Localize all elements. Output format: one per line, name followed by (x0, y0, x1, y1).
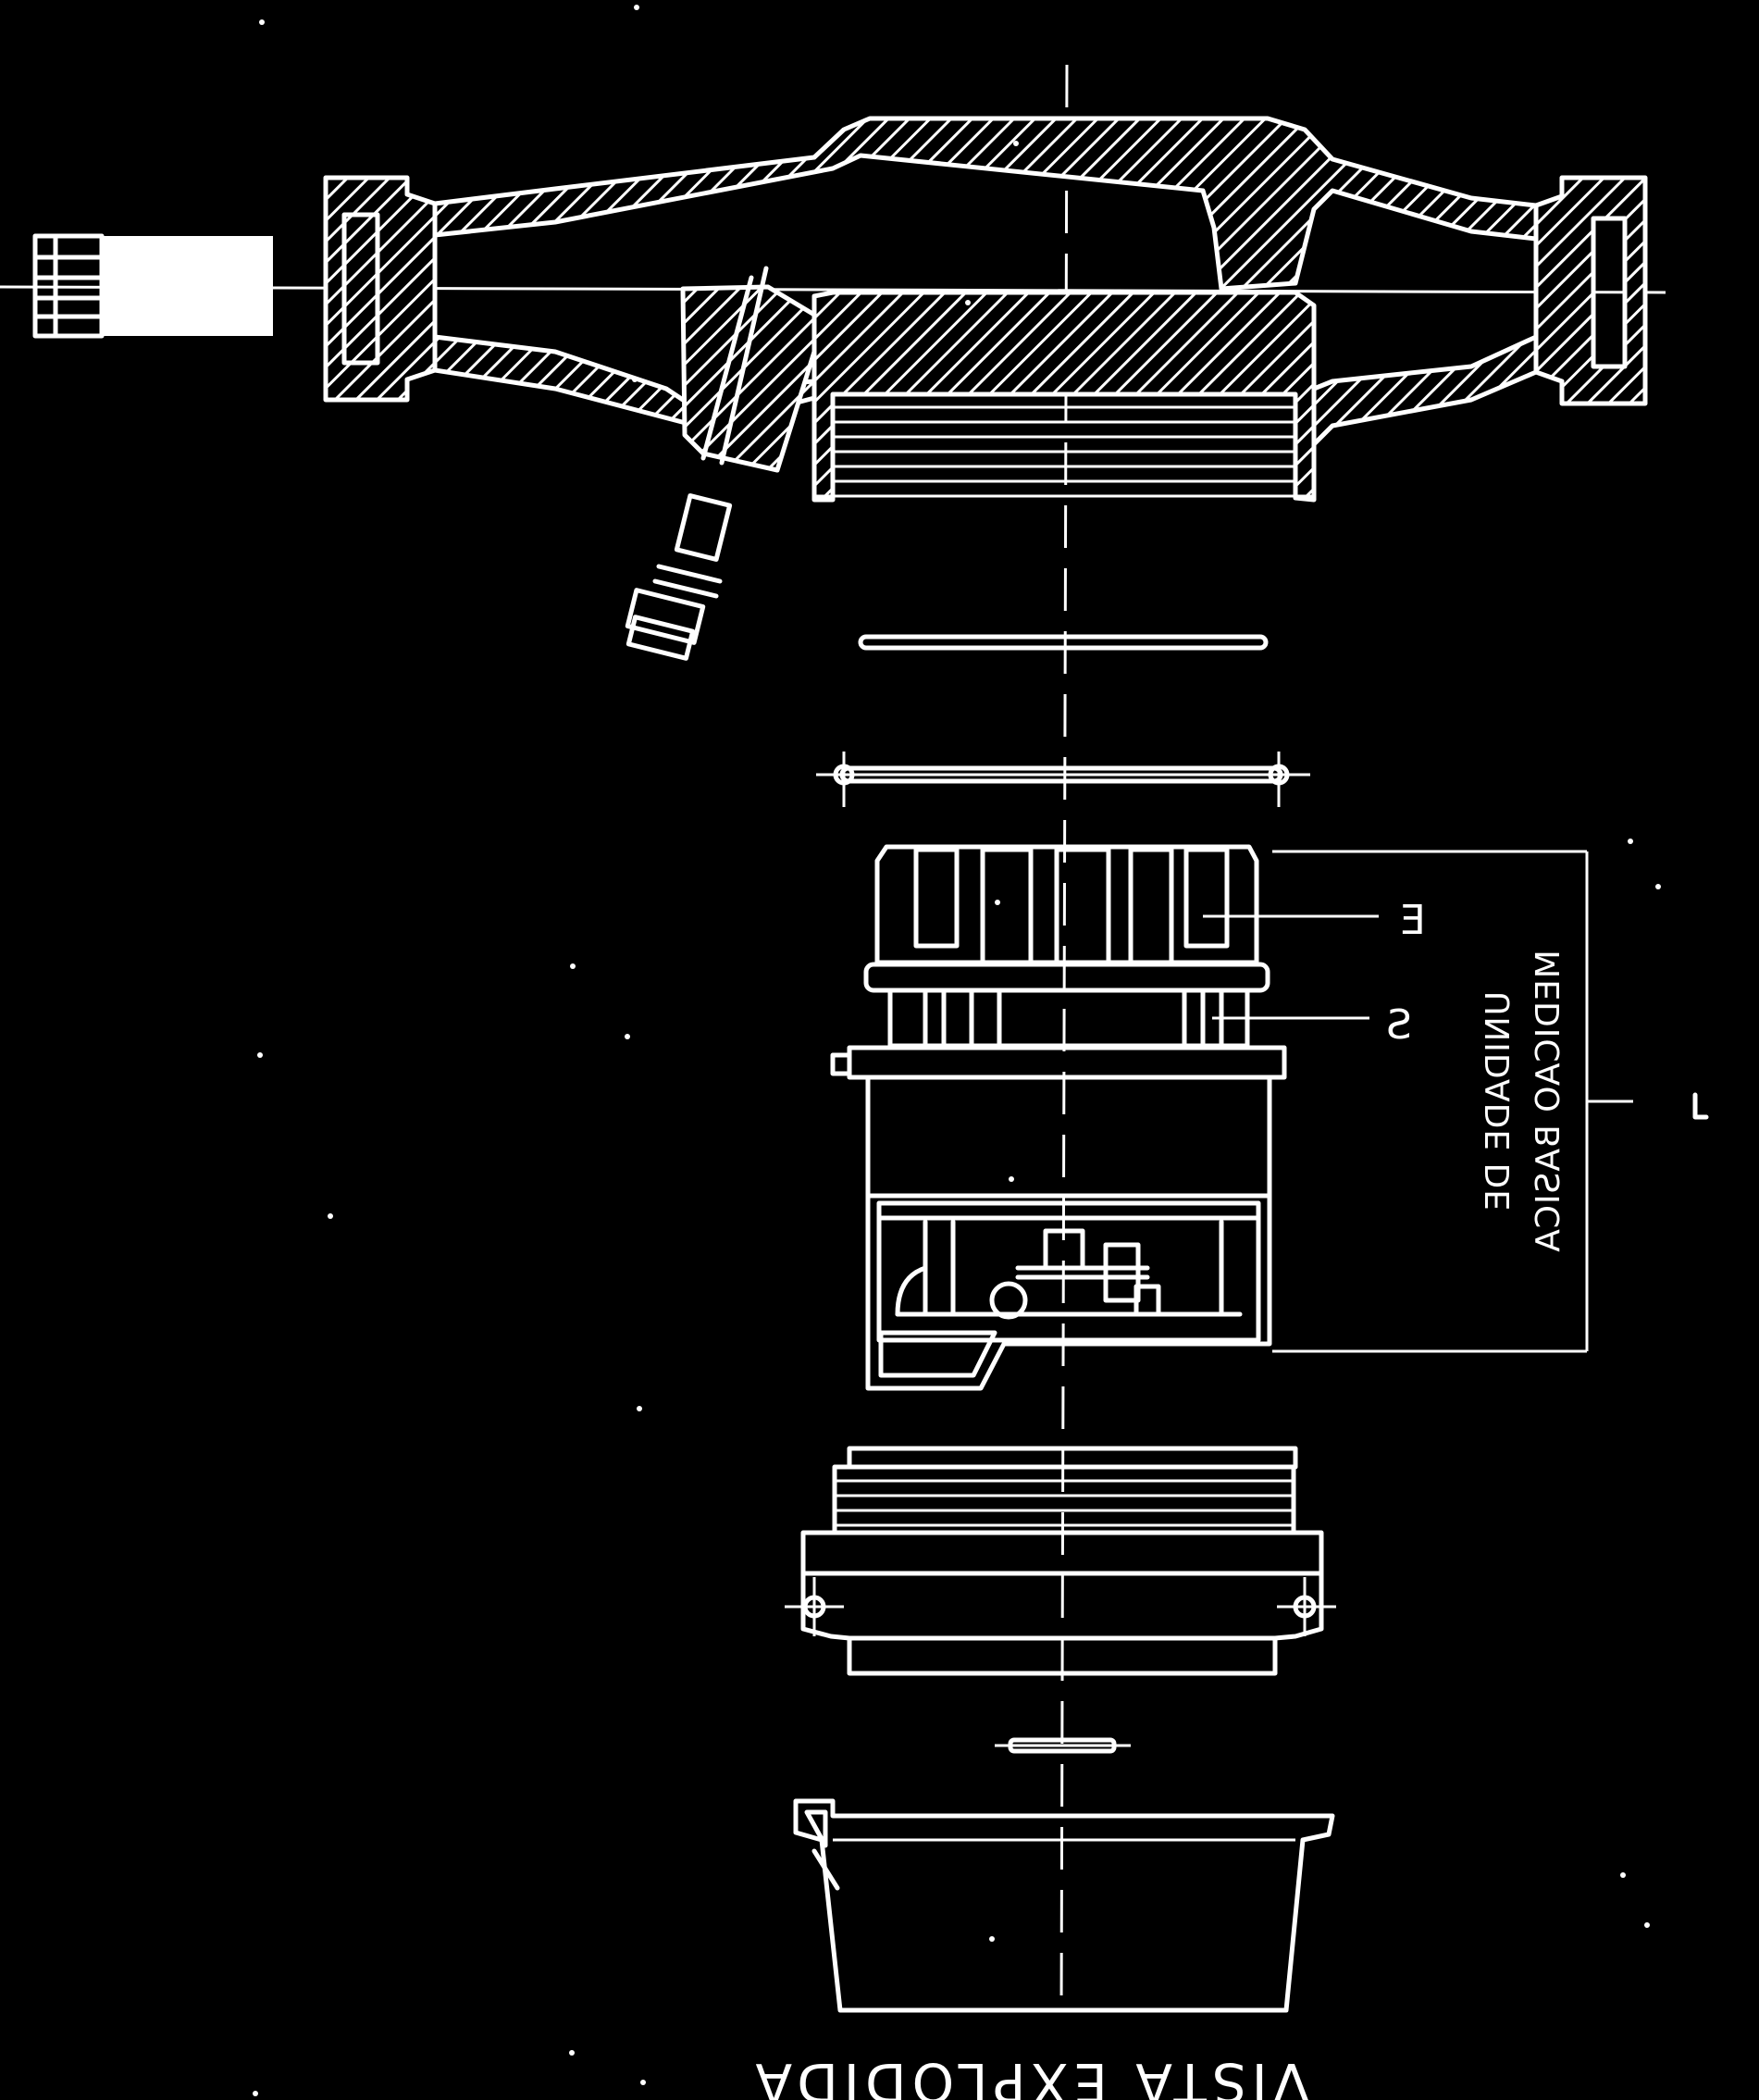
lid (793, 1798, 1335, 2013)
small-seal (995, 1737, 1131, 1754)
left-flange (323, 175, 438, 403)
upper-wall (432, 116, 1539, 292)
speckles (253, 5, 1661, 2096)
regulating-screw (625, 493, 733, 661)
meter-body (0, 116, 1666, 661)
pipe-adapter (102, 236, 273, 336)
measuring-unit (830, 844, 1287, 1391)
callout-S: S (1386, 1001, 1412, 1049)
unit-label-line2: MEDICAO BASICA (1530, 950, 1567, 1253)
unit-label-line1: UNIDADE DE (1480, 991, 1517, 1212)
unit-bracket (1272, 850, 1633, 1353)
callout-E: E (1400, 897, 1426, 944)
regulator-housing (680, 284, 817, 473)
right-flange (1533, 175, 1648, 406)
sealing-ring (858, 634, 1269, 651)
o-ring (816, 752, 1310, 807)
drawing-title: VISTA EXPLODIDA (750, 2051, 1310, 2100)
threaded-ring (785, 1446, 1336, 1676)
threaded-port (811, 290, 1317, 503)
